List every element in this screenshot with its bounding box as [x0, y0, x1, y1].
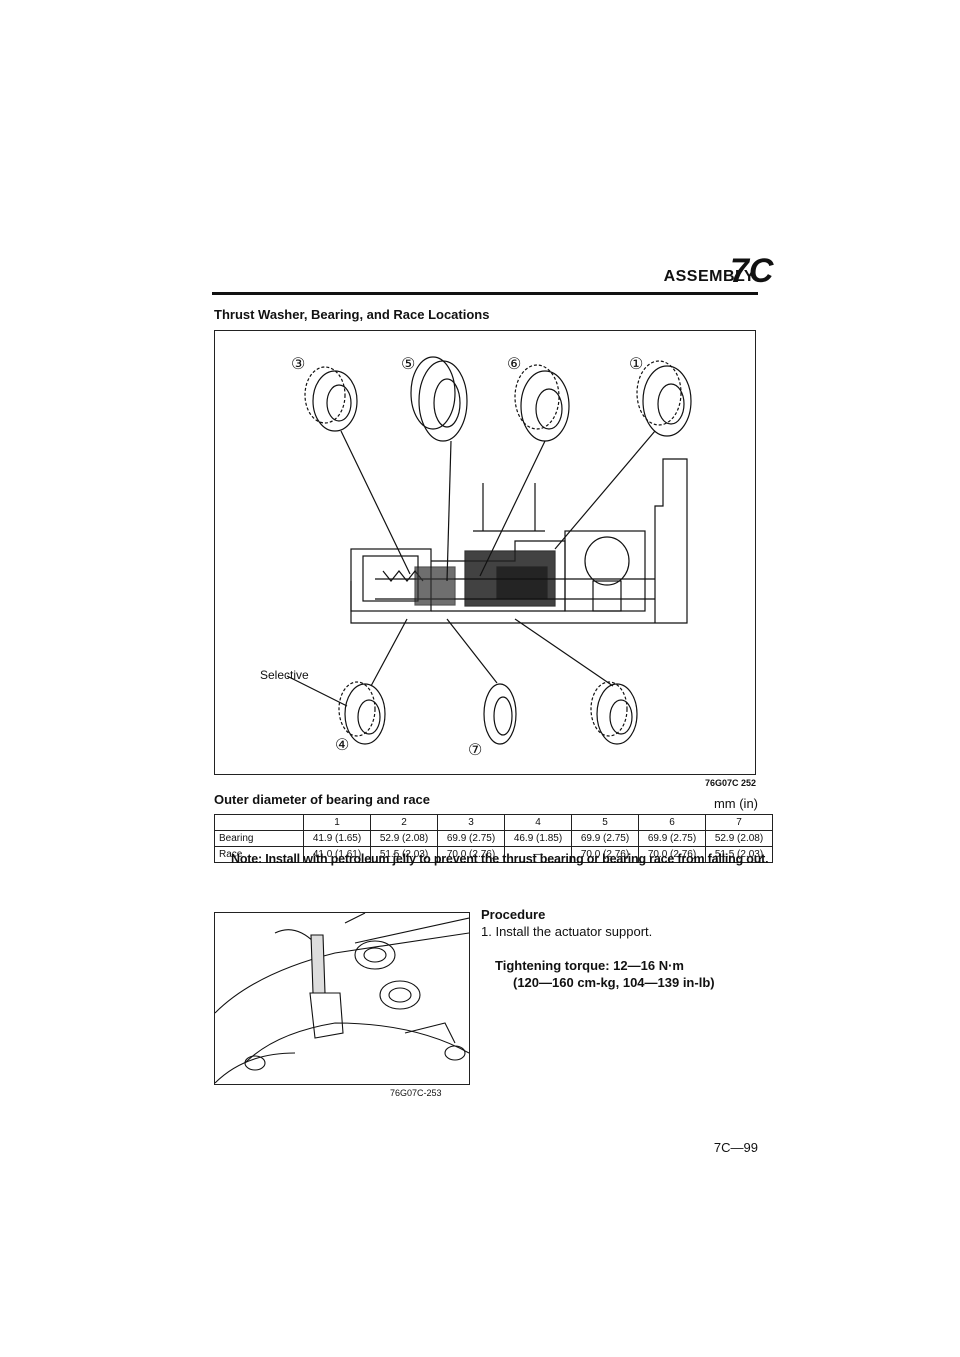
callout-4: ⑦ [468, 742, 482, 759]
figure1-code: 76G07C 252 [704, 778, 756, 788]
table-cell: Race [214, 846, 304, 863]
callout-3: ⑤ [401, 356, 415, 373]
table-cell: 52.9 (2.08) [370, 830, 438, 847]
table-row: Bearing 41.9 (1.65) 52.9 (2.08) 69.9 (2.… [214, 830, 773, 847]
tightening-torque: Tightening torque: 12—16 N·m (120—160 cm… [495, 957, 715, 991]
table-title: Outer diameter of bearing and race [214, 792, 431, 807]
table-header-cell: 7 [705, 814, 773, 831]
callout-2: ③ [291, 356, 305, 373]
callout-1: ④ [335, 737, 349, 754]
torque-line-1: Tightening torque: 12—16 N·m [495, 958, 684, 973]
table-cell: 51.5 (2.03) [705, 846, 773, 863]
table-header-cell: 6 [638, 814, 706, 831]
race-4 [483, 683, 517, 745]
callout-5: ⑥ [507, 356, 521, 373]
table-row: Race 41.0 (1.61) 51.5 (2.03) 70.0 (2.76)… [214, 846, 773, 863]
torque-line-2: (120—160 cm-kg, 104—139 in-lb) [513, 975, 715, 990]
bearing-5 [514, 364, 570, 442]
bearing-6 [636, 360, 692, 437]
procedure-heading: Procedure [481, 907, 546, 922]
page-number: 7C—99 [713, 1140, 758, 1155]
header-rule [212, 292, 758, 295]
actuator-support-figure [214, 912, 470, 1085]
table-header-cell: 5 [571, 814, 639, 831]
table-cell: 41.9 (1.65) [303, 830, 371, 847]
section-title: Thrust Washer, Bearing, and Race Locatio… [214, 307, 490, 322]
table-header-cell: 1 [303, 814, 371, 831]
table-cell: Bearing [214, 830, 304, 847]
table-cell: 46.9 (1.85) [504, 830, 572, 847]
bearing-2 [304, 366, 358, 432]
bearing-1 [338, 681, 386, 745]
table-header-cell: 2 [370, 814, 438, 831]
table-cell: 69.9 (2.75) [638, 830, 706, 847]
table-header-cell [214, 814, 304, 831]
bearing-location-figure: ③ ⑤ ⑥ ① ④ ⑦ Selective [214, 330, 756, 775]
table-cell: 69.9 (2.75) [571, 830, 639, 847]
transmission-section [350, 458, 688, 624]
actuator-illustration [215, 913, 469, 1084]
table-header-cell: 3 [437, 814, 505, 831]
table-cell: 41.0 (1.61) [303, 846, 371, 863]
figure2-code: 76G07C-253 [390, 1088, 442, 1098]
table-header-row: 1 2 3 4 5 6 7 [214, 814, 773, 831]
table-unit: mm (in) [713, 796, 758, 811]
selective-label: Selective [260, 668, 309, 682]
table-cell: 52.9 (2.08) [705, 830, 773, 847]
table-header-cell: 4 [504, 814, 572, 831]
callout-6: ① [629, 356, 643, 373]
table-cell: 69.9 (2.75) [437, 830, 505, 847]
bearing-spec-table: 1 2 3 4 5 6 7 Bearing 41.9 (1.65) 52.9 (… [214, 814, 773, 863]
install-note: Note: Install with petroleum jelly to pr… [231, 852, 769, 866]
chapter-number: 7C [730, 252, 774, 290]
transmission-diagram: ③ ⑤ ⑥ ① ④ ⑦ Selective [260, 356, 692, 759]
bearing-3 [410, 356, 468, 442]
bearing-7 [590, 681, 638, 745]
procedure-step-1: 1. Install the actuator support. [481, 924, 653, 939]
header-title: ASSEMBLY [663, 268, 755, 285]
